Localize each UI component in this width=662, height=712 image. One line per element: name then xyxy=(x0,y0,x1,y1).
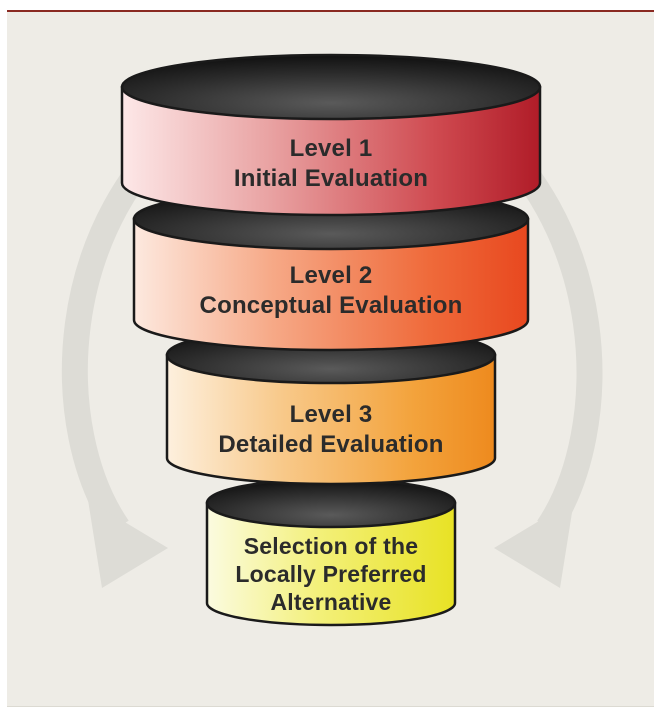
level-2-label: Level 2 Conceptual Evaluation xyxy=(0,261,662,321)
level-2-title: Level 2 xyxy=(289,262,373,289)
level-4-line-2: Locally Preferred xyxy=(235,561,427,587)
level-3-subtitle: Detailed Evaluation xyxy=(218,431,444,458)
funnel-level-1 xyxy=(120,53,542,217)
level-3-label: Level 3 Detailed Evaluation xyxy=(0,400,662,460)
level-1-title: Level 1 xyxy=(289,135,373,162)
level-4-label: Selection of the Locally Preferred Alter… xyxy=(0,532,662,616)
level-1-label: Level 1 Initial Evaluation xyxy=(0,134,662,194)
level-2-subtitle: Conceptual Evaluation xyxy=(199,292,463,319)
level-4-line-1: Selection of the xyxy=(243,533,419,559)
level-3-title: Level 3 xyxy=(289,401,373,428)
right-arrowhead-icon xyxy=(494,500,574,588)
left-arrowhead-icon xyxy=(88,500,168,588)
level-4-line-3: Alternative xyxy=(270,589,392,615)
funnel-level-2 xyxy=(132,187,530,352)
funnel-level-4 xyxy=(205,477,457,627)
level-1-subtitle: Initial Evaluation xyxy=(233,165,429,192)
